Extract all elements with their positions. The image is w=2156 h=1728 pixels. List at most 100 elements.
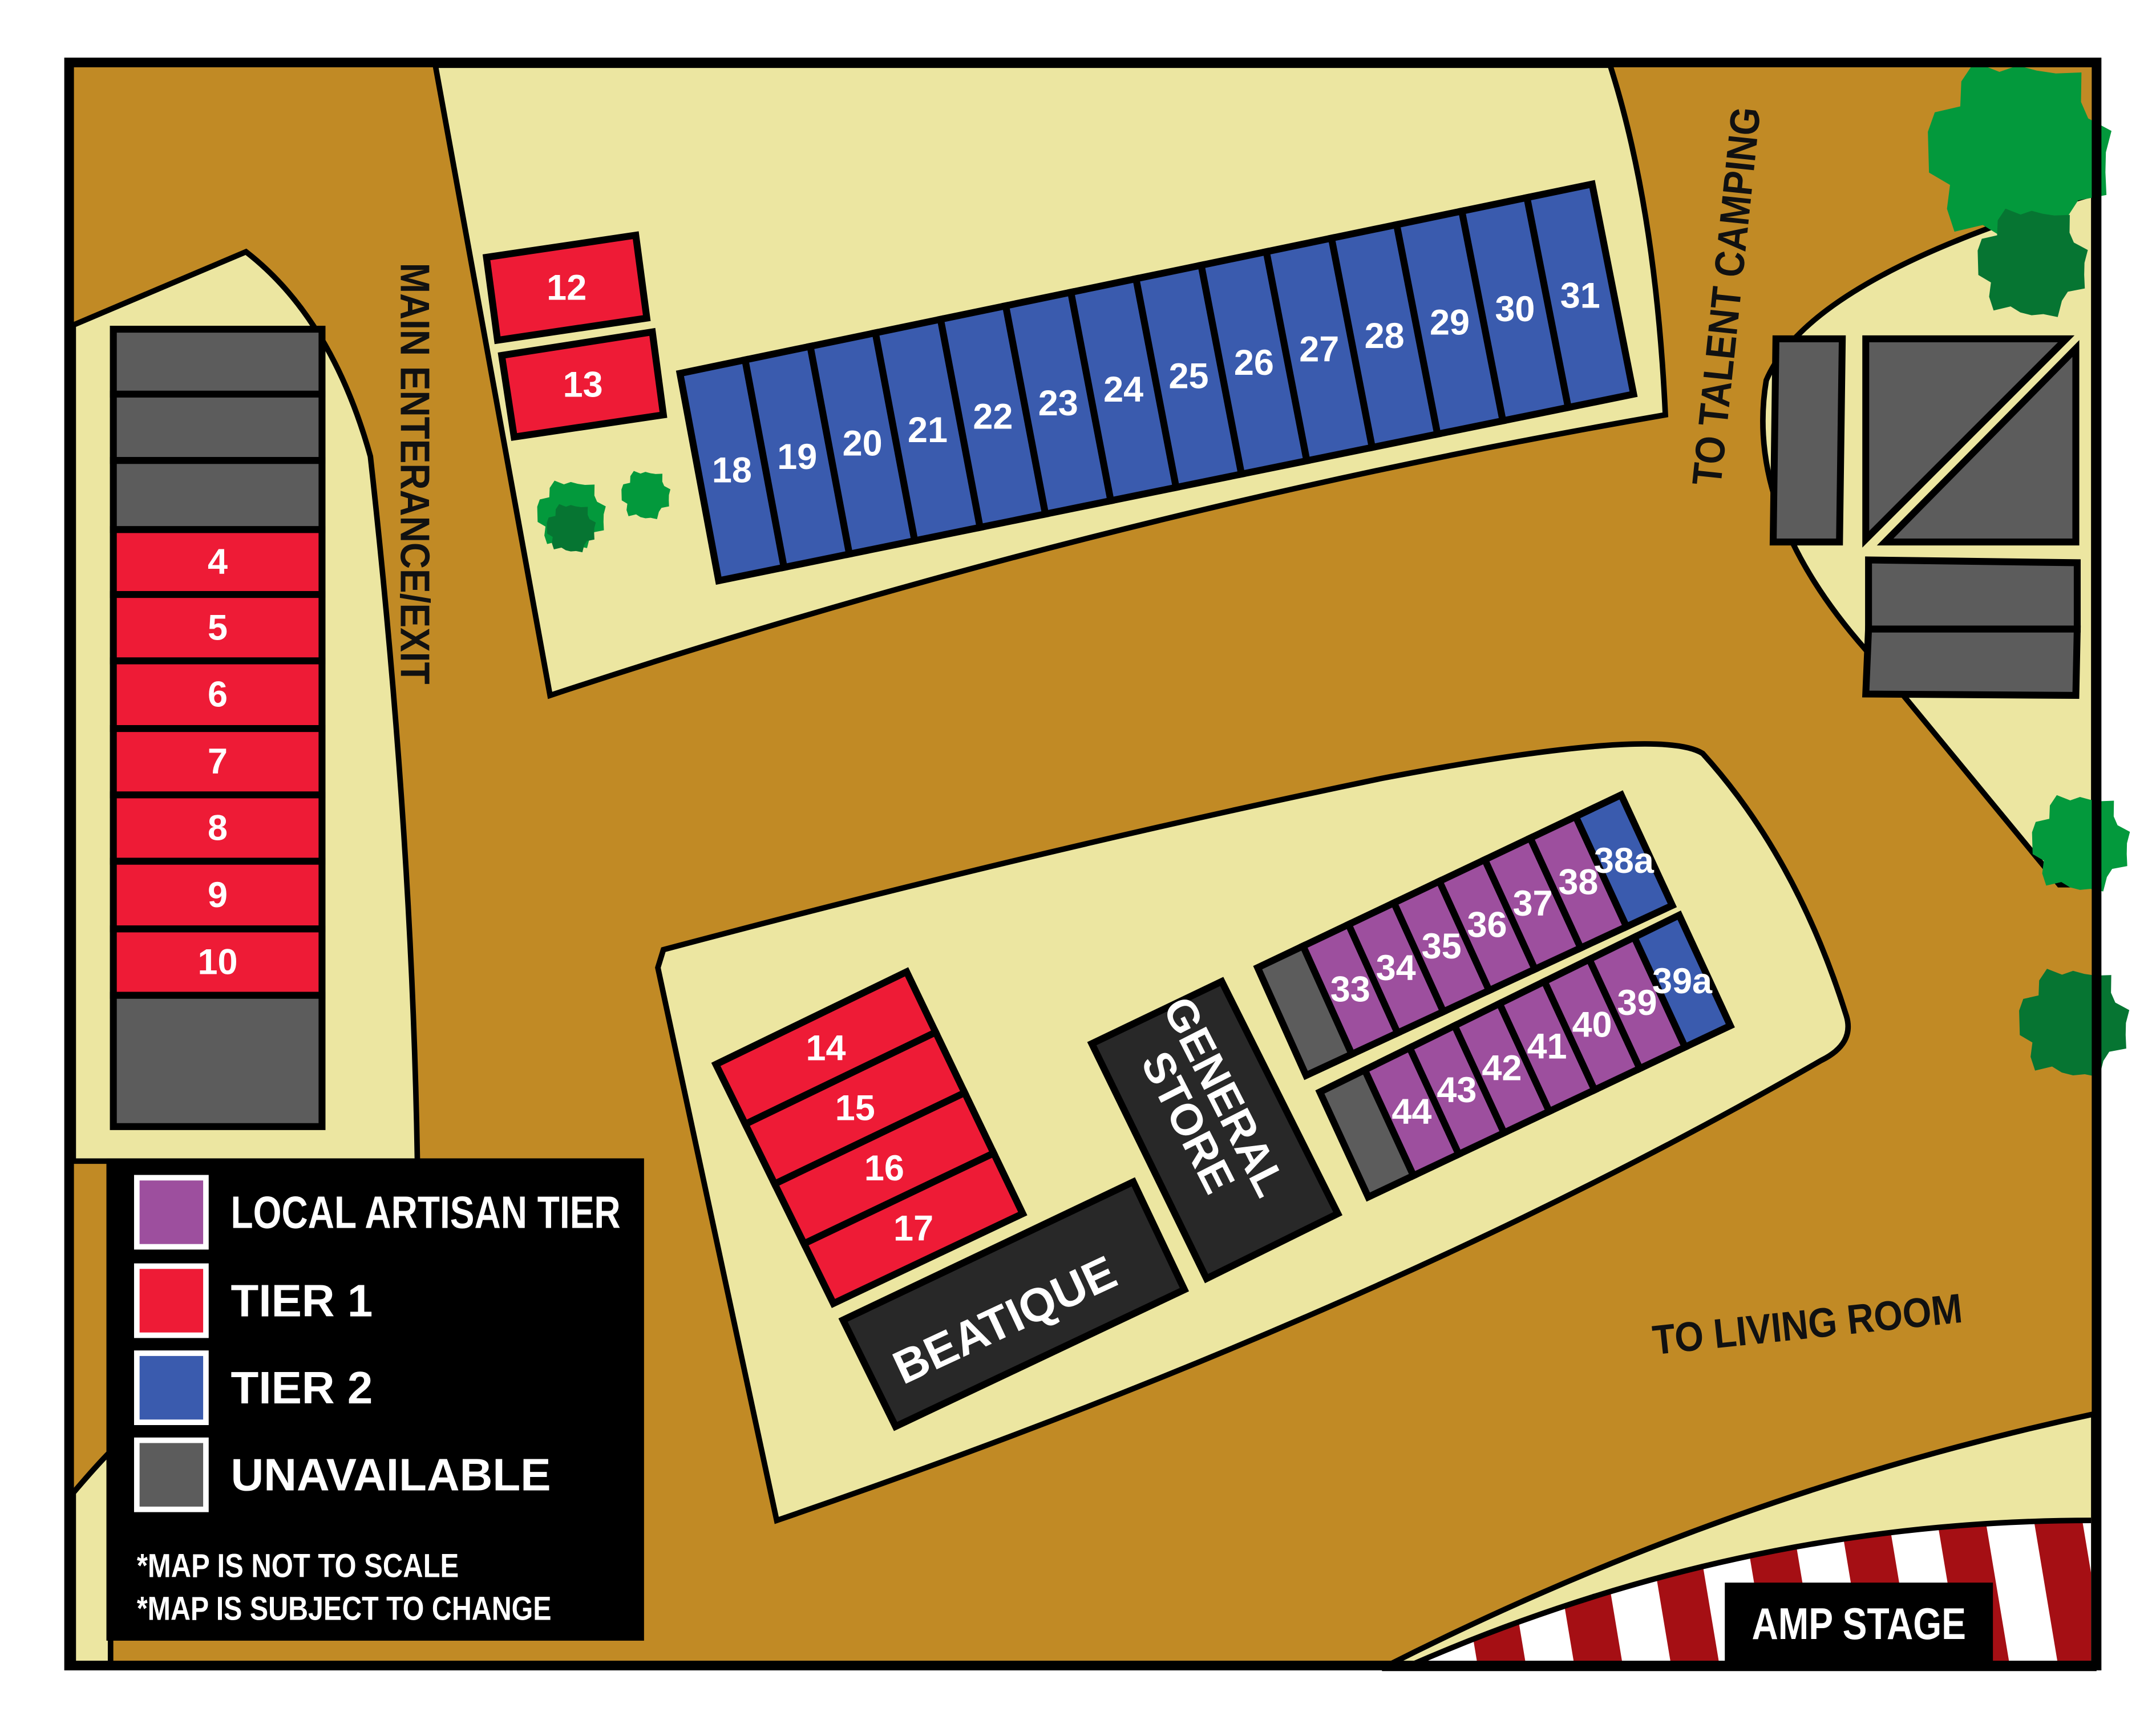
legend-label: UNAVAILABLE — [231, 1450, 551, 1500]
stall-9[interactable]: 9 — [110, 857, 326, 933]
stall-unavailable[interactable] — [1862, 625, 2081, 699]
stall-number: 20 — [843, 423, 883, 463]
legend-item-unavailable: UNAVAILABLE — [134, 1437, 551, 1512]
legend: LOCAL ARTISAN TIER TIER 1 TIER 2 UNAVAILABL… — [106, 1158, 644, 1641]
stall-number: 13 — [563, 365, 603, 405]
stall-17[interactable]: 17 — [799, 1148, 1028, 1308]
stall-unavailable[interactable] — [110, 992, 326, 1130]
stall-37[interactable]: 37 — [1480, 833, 1585, 974]
tree-icon — [1977, 208, 2088, 317]
tree-icon — [2019, 969, 2130, 1078]
stall-shape — [110, 325, 326, 398]
stall-39a[interactable]: 39a — [1629, 910, 1735, 1052]
map-frame — [64, 58, 2102, 1670]
stall-unavailable[interactable] — [110, 457, 326, 533]
tree-icon — [1928, 62, 2111, 243]
stall-number: 15 — [835, 1088, 875, 1128]
legend-item-tier1: TIER 1 — [134, 1263, 373, 1338]
stall-shape — [497, 327, 668, 441]
stall-number: 16 — [864, 1148, 904, 1188]
stage-stripe — [2031, 1520, 2092, 1666]
stall-43[interactable]: 43 — [1405, 1021, 1509, 1159]
stall-number: 37 — [1512, 884, 1552, 924]
amp-stage-label-box — [1725, 1583, 1993, 1663]
stall-number: 28 — [1365, 316, 1405, 356]
stall-number: 40 — [1572, 1005, 1612, 1045]
stall-shape — [482, 231, 651, 345]
stall-shape — [1571, 790, 1677, 932]
beatique-building[interactable] — [838, 1177, 1190, 1431]
stall-shape — [1523, 180, 1638, 412]
stall-unavailable[interactable] — [1862, 335, 2075, 548]
legend-label: TIER 2 — [231, 1362, 373, 1413]
legend-item-local-artisan: LOCAL ARTISAN TIER — [134, 1175, 621, 1250]
stall-number: 34 — [1376, 948, 1416, 988]
stall-shape — [1862, 335, 2075, 548]
stall-10[interactable]: 10 — [110, 925, 326, 999]
tree-icon — [547, 504, 596, 553]
legend-label: TIER 1 — [231, 1275, 373, 1326]
stall-number: 21 — [908, 410, 948, 450]
stall-4[interactable]: 4 — [110, 526, 326, 598]
stall-shape — [1862, 625, 2081, 699]
stall-number: 26 — [1234, 343, 1274, 383]
stall-6[interactable]: 6 — [110, 657, 326, 733]
stall-number: 29 — [1430, 303, 1470, 343]
stall-34[interactable]: 34 — [1344, 898, 1448, 1038]
stall-number: 39a — [1652, 961, 1713, 1001]
stall-number: 27 — [1299, 330, 1339, 370]
stall-shape — [1865, 556, 2081, 633]
stall-unavailable[interactable] — [110, 325, 326, 398]
stall-13[interactable]: 13 — [497, 327, 668, 441]
stall-number: 43 — [1437, 1070, 1477, 1110]
stall-number: 4 — [208, 542, 228, 582]
stall-41[interactable]: 41 — [1495, 977, 1599, 1116]
stall-shape — [1769, 335, 1846, 546]
stall-shape — [1876, 340, 2080, 546]
stall-shape — [110, 457, 326, 533]
general-store-building[interactable] — [1087, 977, 1343, 1284]
stall-number: 42 — [1482, 1049, 1522, 1088]
stall-7[interactable]: 7 — [110, 725, 326, 799]
stall-number: 31 — [1560, 276, 1600, 316]
stall-number: 5 — [208, 608, 228, 648]
legend-swatch — [134, 1350, 209, 1426]
stall-unavailable[interactable] — [1876, 340, 2080, 546]
legend-note: *MAP IS NOT TO SCALE — [137, 1548, 459, 1585]
legend-swatch — [134, 1437, 209, 1512]
legend-label: LOCAL ARTISAN TIER — [231, 1187, 621, 1237]
stall-number: 6 — [208, 675, 228, 715]
stall-unavailable[interactable] — [1769, 335, 1846, 546]
stall-number: 35 — [1422, 926, 1462, 966]
amp-stage-label: AMP STAGE — [1752, 1600, 1965, 1649]
stall-number: 23 — [1038, 383, 1078, 423]
stall-unavailable[interactable] — [1865, 556, 2081, 633]
stall-shape — [110, 992, 326, 1130]
stall-5[interactable]: 5 — [110, 591, 326, 665]
stall-number: 41 — [1527, 1027, 1567, 1067]
stall-28[interactable]: 28 — [1327, 220, 1442, 452]
stall-16[interactable]: 16 — [770, 1088, 998, 1249]
stall-8[interactable]: 8 — [110, 791, 326, 865]
main-entrance-label: MAIN ENTERANCE/EXIT — [392, 263, 438, 685]
stall-unavailable[interactable] — [110, 390, 326, 464]
stall-number: 8 — [208, 808, 228, 848]
stall-number: 36 — [1467, 905, 1507, 945]
legend-swatch — [134, 1175, 209, 1250]
stall-number: 18 — [712, 450, 752, 490]
stall-number: 12 — [547, 268, 586, 307]
stall-12[interactable]: 12 — [482, 231, 651, 345]
stall-38a[interactable]: 38a — [1571, 790, 1677, 932]
stall-number: 14 — [806, 1028, 846, 1068]
stall-15[interactable]: 15 — [741, 1027, 969, 1189]
stall-number: 33 — [1330, 969, 1370, 1009]
stall-number: 24 — [1103, 370, 1143, 410]
stall-number: 22 — [973, 396, 1013, 436]
stall-number: 39 — [1617, 983, 1657, 1023]
stall-31[interactable]: 31 — [1523, 180, 1638, 412]
legend-swatch — [134, 1263, 209, 1338]
stall-number: 44 — [1392, 1092, 1431, 1132]
stall-number: 7 — [208, 742, 228, 782]
stall-shape — [1629, 910, 1735, 1052]
